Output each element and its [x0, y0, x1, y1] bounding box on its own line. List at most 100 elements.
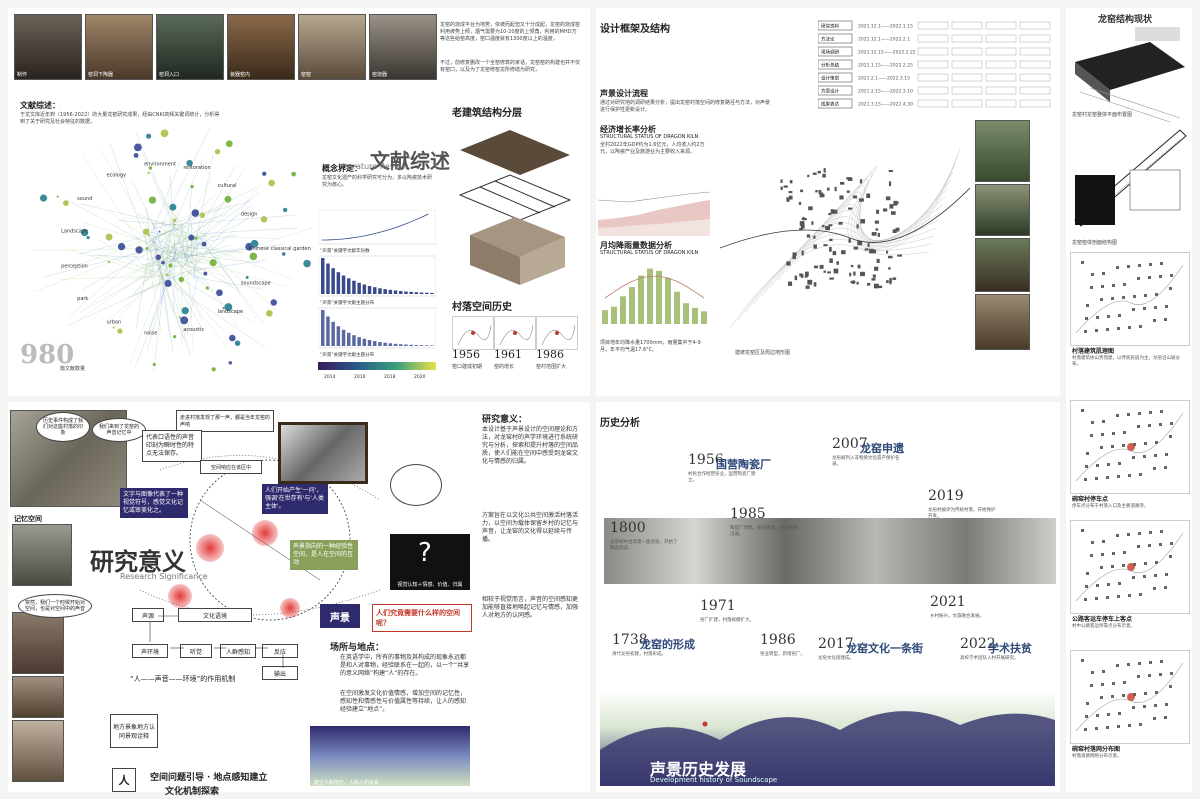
flow-title: 声景设计流程 — [600, 89, 648, 98]
village-history-map — [452, 316, 494, 350]
literature-heading-sub: Literature Review — [338, 162, 409, 171]
network-term: Landscape — [61, 228, 88, 234]
plan-caption: 龙窑村龙窑整体平面布置图 — [1072, 112, 1133, 118]
history-photo-strip — [604, 518, 1056, 584]
network-edge — [185, 259, 240, 328]
literature-heading: 文献综述 — [370, 149, 450, 173]
network-edge — [162, 274, 188, 348]
rainfall-bar — [620, 296, 626, 324]
history-title: 历史分析 — [600, 418, 640, 429]
right-map-thumbnail — [1070, 650, 1190, 744]
network-node — [178, 316, 181, 319]
network-node — [173, 223, 176, 226]
framework-task-box — [985, 86, 1017, 95]
network-edge — [91, 255, 145, 258]
tree-photo-column — [975, 120, 1030, 350]
network-node — [172, 334, 177, 339]
research-purpose-body-3: 相较于视觉而言，声音的空间感知更加能够直接地唤起记忆与情感，加强人对地方的认同感… — [482, 596, 579, 619]
network-edge — [153, 236, 195, 280]
network-edge — [132, 275, 163, 280]
network-edge — [167, 202, 200, 259]
network-edge — [199, 227, 299, 234]
network-edge — [193, 240, 199, 279]
building-footprint — [804, 275, 808, 278]
framework-stage-label: 方法论 — [821, 36, 835, 43]
building-footprint — [818, 189, 822, 195]
mini-bar — [347, 332, 351, 346]
top-photo-label: 窑烧器 — [372, 72, 388, 78]
building-footprint — [872, 249, 877, 254]
building-footprint — [800, 225, 805, 229]
building-footprint — [806, 234, 811, 238]
kiln-structure-illustration — [1075, 27, 1185, 123]
network-edge — [168, 214, 295, 226]
history-event-title: 龙窑文化一条街 — [846, 642, 923, 655]
economy-title: 经济增长率分析 — [600, 125, 656, 134]
building-footprint — [895, 227, 900, 232]
network-edge — [147, 245, 231, 268]
place-body: 在英语学中，所有的事物及其构成的现象永远都是和人对事物，经验联系在一起的，以一个… — [340, 654, 470, 677]
network-edge — [160, 158, 203, 256]
top-photo: 窑窑 — [298, 14, 366, 80]
framework-task-box — [951, 34, 983, 43]
mini-bar — [378, 342, 382, 346]
mini-bar — [362, 338, 367, 346]
mini-chart-caption: “声景”关键字文献主题分布 — [320, 299, 375, 306]
village-history-caption: 窑口建成初期 — [452, 364, 483, 370]
network-node — [158, 230, 161, 233]
mini-bar — [399, 291, 403, 294]
memory-photo-1 — [12, 524, 72, 586]
network-node — [262, 171, 267, 176]
framework-task-box — [1019, 73, 1051, 82]
history-event-title: 学术扶贫 — [988, 642, 1032, 655]
network-edge — [157, 263, 162, 305]
mini-bar — [352, 280, 356, 294]
right-map-thumbnail — [1070, 252, 1190, 346]
history-event-desc: 龙窑村被评为传统村落，开始保护开发。 — [928, 508, 996, 519]
mountain-silhouette — [600, 711, 1055, 786]
history-event-desc: 窑业转型，新增窑厂。 — [760, 652, 805, 657]
contour-line — [793, 198, 941, 265]
oral-culture-box: 代表口语性的声音印刻为瞬时性的特点无法保存。 — [142, 430, 202, 462]
building-footprint — [823, 244, 828, 247]
framework-date: 2021.12.1——2022.2.1 — [858, 37, 910, 43]
building-footprint — [827, 187, 830, 191]
research-sub-title: Research Significance — [120, 572, 208, 581]
network-term: restoration — [183, 165, 210, 171]
building-footprint — [888, 267, 891, 270]
building-footprint — [815, 190, 818, 193]
building-footprint — [888, 169, 893, 172]
mini-axis-year: 2016 — [354, 374, 366, 380]
space-response-box: 空间响应在该区中 — [200, 460, 262, 474]
mini-bar — [331, 268, 335, 294]
network-node — [201, 241, 207, 247]
network-edge — [150, 128, 210, 249]
contour-line — [729, 147, 961, 329]
network-edge — [166, 267, 209, 276]
building-footprint — [839, 195, 844, 200]
network-node — [268, 179, 275, 187]
network-edge — [197, 235, 264, 324]
network-edge — [173, 239, 175, 312]
network-edge — [160, 190, 197, 264]
village-history-year: 1986 — [536, 348, 564, 361]
mini-bar — [357, 337, 361, 346]
mini-bar — [388, 343, 393, 346]
network-edge — [154, 254, 176, 292]
network-node — [112, 326, 115, 329]
framework-task-box — [1019, 21, 1051, 30]
local-scene-box: 地方景象地方认同景观诠释 — [110, 714, 158, 748]
network-edge — [66, 199, 203, 274]
network-node — [205, 286, 209, 290]
network-node — [39, 194, 48, 202]
literature-mini-charts: “声景”关键字文献年份数“声景”关键字文献主题分布“声景”关键字文献主题分布20… — [318, 210, 436, 380]
network-term: design — [241, 211, 258, 217]
right-map-title: 村落建筑肌理图 — [1072, 348, 1115, 355]
top-photo: 装器窑内 — [227, 14, 295, 80]
rainfall-bar — [647, 268, 653, 324]
history-year: 1800 — [610, 520, 646, 536]
building-footprint — [830, 209, 834, 214]
building-footprint — [892, 277, 897, 280]
network-edge — [32, 247, 185, 251]
network-node — [222, 307, 225, 310]
